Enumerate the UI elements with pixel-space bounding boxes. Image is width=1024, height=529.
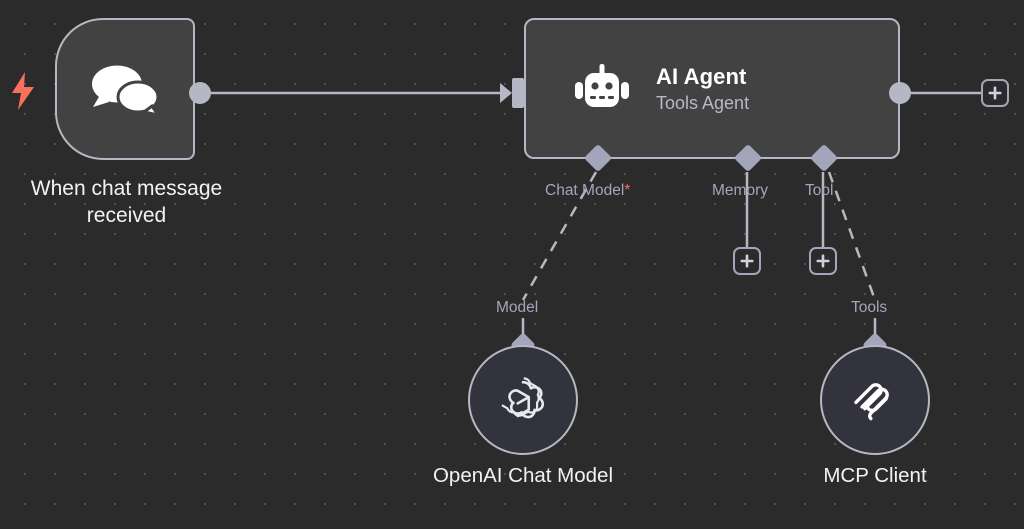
node-ai-agent[interactable]: AI Agent Tools Agent bbox=[524, 18, 900, 159]
plus-icon bbox=[740, 254, 754, 268]
add-node-after-agent-button[interactable] bbox=[981, 79, 1009, 107]
openai-logo-icon bbox=[501, 377, 545, 419]
plus-icon bbox=[816, 254, 830, 268]
edge-tool-dashed bbox=[827, 171, 877, 301]
agent-input-connector[interactable] bbox=[512, 78, 524, 108]
add-memory-button[interactable] bbox=[733, 247, 761, 275]
chat-model-label-text: Chat Model bbox=[545, 182, 625, 199]
node-mcp-client[interactable] bbox=[820, 345, 930, 455]
node-openai-chat-model[interactable] bbox=[468, 345, 578, 455]
mcp-node-caption: MCP Client bbox=[823, 464, 927, 487]
node-when-chat-message-received[interactable] bbox=[55, 18, 195, 160]
openai-port-label-model: Model bbox=[496, 299, 539, 316]
mcp-port-label-tools: Tools bbox=[851, 299, 888, 316]
agent-title: AI Agent bbox=[656, 63, 747, 89]
agent-port-label-tool: Tool bbox=[805, 182, 834, 199]
lightning-bolt-icon bbox=[12, 72, 34, 110]
chat-model-required-marker: * bbox=[624, 182, 631, 199]
trigger-output-connector[interactable] bbox=[189, 82, 211, 104]
openai-node-caption: OpenAI Chat Model bbox=[432, 464, 614, 487]
trigger-node-caption: When chat message received bbox=[30, 177, 223, 227]
agent-output-connector[interactable] bbox=[889, 82, 911, 104]
agent-port-label-chat-model: Chat Model* bbox=[545, 182, 630, 200]
plus-icon bbox=[988, 86, 1002, 100]
add-tool-button[interactable] bbox=[809, 247, 837, 275]
agent-subtitle: Tools Agent bbox=[656, 92, 750, 113]
agent-port-label-memory: Memory bbox=[712, 182, 768, 199]
agent-input-arrow-icon bbox=[500, 83, 512, 103]
agent-text-block: AI Agent Tools Agent bbox=[656, 64, 749, 114]
mcp-logo-icon bbox=[854, 383, 889, 421]
robot-icon bbox=[575, 63, 629, 107]
chat-bubbles-icon bbox=[92, 65, 160, 116]
